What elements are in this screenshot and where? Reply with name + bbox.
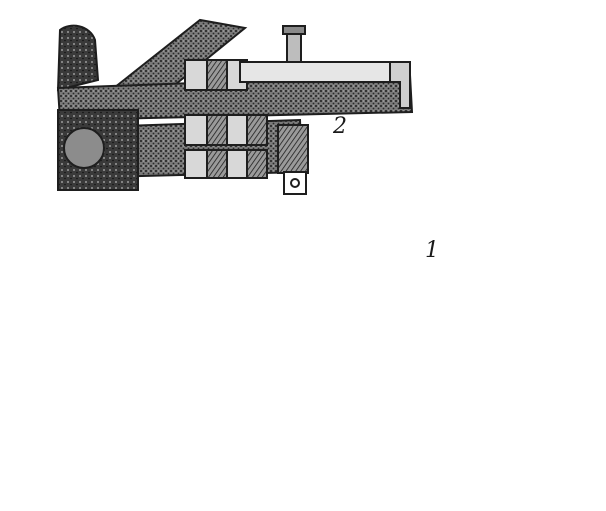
detail-clamp-inset bbox=[56, 18, 414, 195]
figure-label-2: 2 bbox=[333, 114, 347, 139]
figure-label-1: 1 bbox=[425, 238, 439, 263]
